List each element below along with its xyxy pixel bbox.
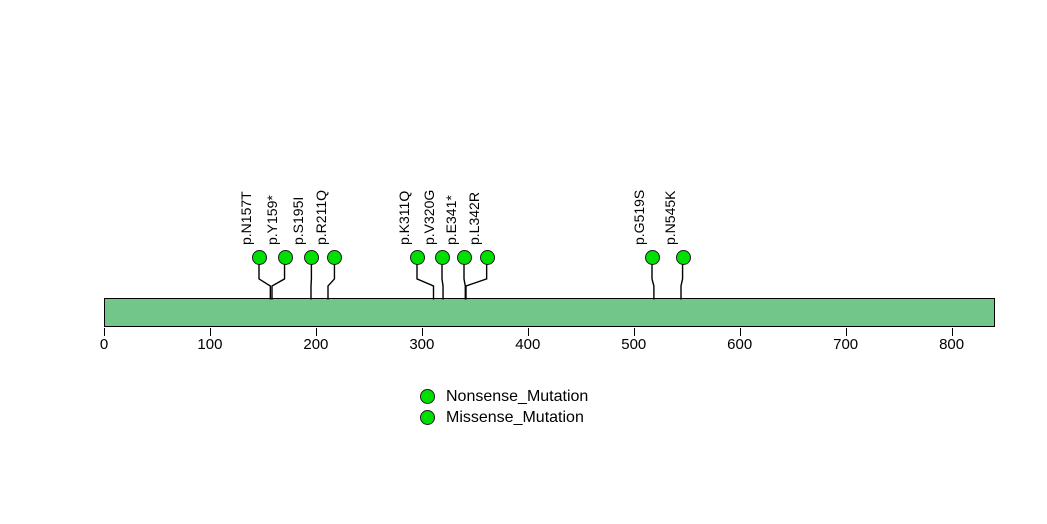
lollipop-stem — [680, 263, 684, 299]
mutation-dot[interactable] — [675, 249, 691, 265]
mutation-label: p.K311Q — [396, 190, 412, 245]
mutation-label: p.Y159* — [264, 195, 280, 245]
mutation-label: p.E341* — [443, 195, 459, 245]
axis-tick — [951, 328, 953, 336]
mutation-dot[interactable] — [277, 249, 293, 265]
mutation-label: p.N157T — [238, 191, 254, 245]
axis-tick — [633, 328, 635, 336]
axis-tick-label: 200 — [303, 336, 329, 353]
axis-tick — [739, 328, 741, 336]
legend-label: Nonsense_Mutation — [446, 388, 589, 405]
mutation-dot[interactable] — [644, 249, 660, 265]
lollipop-stem — [326, 263, 335, 299]
axis-tick-label: 600 — [727, 336, 753, 353]
mutation-label: p.V320G — [421, 189, 437, 245]
axis-tick — [845, 328, 847, 336]
lollipop-stem — [271, 263, 286, 299]
lollipop-stem — [465, 263, 488, 299]
axis-tick — [421, 328, 423, 336]
protein-backbone-bar — [104, 298, 995, 327]
axis-tick-label: 0 — [99, 336, 109, 353]
mutation-dot[interactable] — [409, 249, 425, 265]
legend-dot-icon — [420, 410, 435, 425]
axis-tick-label: 800 — [939, 336, 965, 353]
axis-tick-label: 100 — [197, 336, 223, 353]
mutation-label: p.G519S — [631, 189, 647, 245]
lollipop-stem — [258, 263, 272, 299]
mutation-label: p.L342R — [466, 192, 482, 245]
lollipop-stem — [441, 263, 444, 299]
mutation-dot[interactable] — [434, 249, 450, 265]
lollipop-stem — [309, 263, 312, 299]
mutation-dot[interactable] — [251, 249, 267, 265]
mutation-dot[interactable] — [479, 249, 495, 265]
axis-tick — [209, 328, 211, 336]
mutation-label: p.S195I — [290, 196, 306, 245]
mutation-dot[interactable] — [326, 249, 342, 265]
axis-tick — [315, 328, 317, 336]
axis-tick-label: 700 — [833, 336, 859, 353]
mutation-label: p.R211Q — [313, 190, 329, 245]
axis-tick-label: 400 — [515, 336, 541, 353]
lollipop-stem — [463, 263, 466, 299]
lollipop-stem — [416, 263, 435, 299]
legend-dot-icon — [420, 389, 435, 404]
mutation-label: p.N545K — [662, 190, 678, 245]
mutation-dot[interactable] — [303, 249, 319, 265]
axis-tick — [104, 328, 105, 336]
axis-tick — [527, 328, 529, 336]
lollipop-stem — [651, 263, 655, 299]
axis-tick-label: 300 — [409, 336, 435, 353]
axis-tick-label: 500 — [621, 336, 647, 353]
mutation-dot[interactable] — [456, 249, 472, 265]
legend-label: Missense_Mutation — [446, 409, 584, 426]
